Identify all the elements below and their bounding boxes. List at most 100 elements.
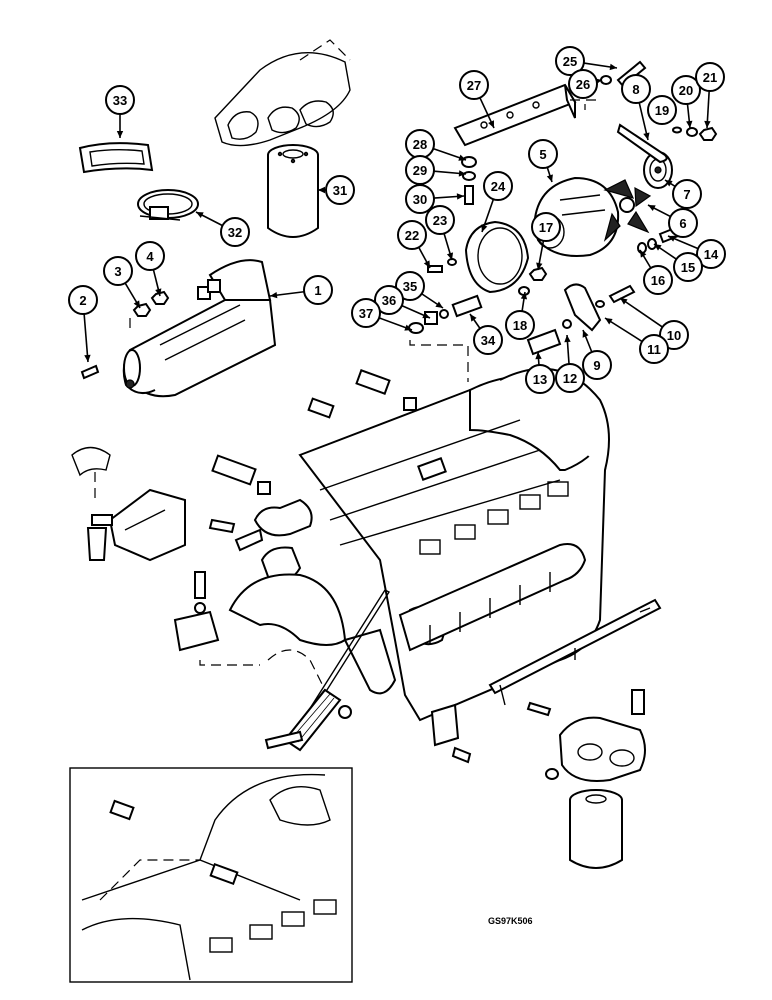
callout-24: 24 [483, 171, 513, 201]
callout-label: 25 [563, 54, 577, 69]
part-stud-2 [80, 364, 100, 380]
callout-label: 35 [403, 279, 417, 294]
engine-port-row [419, 481, 569, 555]
callout-label: 2 [79, 293, 86, 308]
callout-circle [374, 285, 404, 315]
part-engine-block [228, 367, 610, 722]
part-nut-3 [132, 302, 152, 317]
callout-label: 3 [114, 264, 121, 279]
callout-circle [397, 220, 427, 250]
leader-arrow-11 [605, 318, 613, 325]
callout-circle [668, 208, 698, 238]
callout-label: 29 [413, 163, 427, 178]
callout-19: 19 [647, 95, 677, 125]
leader-arrow-35 [435, 301, 443, 308]
callout-6: 6 [668, 208, 698, 238]
callout-circle [671, 75, 701, 105]
callout-circle [672, 179, 702, 209]
callout-4: 4 [135, 241, 165, 271]
callout-label: 32 [228, 225, 242, 240]
leader-arrow-23 [446, 252, 454, 260]
part-bolt-30 [464, 185, 474, 205]
leader-arrow-6 [648, 205, 656, 212]
callout-label: 14 [704, 247, 719, 262]
callout-32: 32 [220, 217, 250, 247]
callout-circle [555, 46, 585, 76]
callout-34: 34 [473, 325, 503, 355]
callout-20: 20 [671, 75, 701, 105]
callout-label: 12 [563, 371, 577, 386]
callout-circle [105, 85, 135, 115]
callout-circle [220, 217, 250, 247]
callout-label: 27 [467, 78, 481, 93]
callout-label: 20 [679, 83, 693, 98]
callout-26: 26 [568, 69, 598, 99]
leader-arrow-5 [546, 174, 553, 182]
part-sensor-a [307, 369, 417, 419]
leader-arrow-17 [536, 262, 543, 270]
leader-arrow-24 [481, 224, 488, 232]
callout-11: 11 [639, 334, 669, 364]
callout-label: 5 [539, 147, 546, 162]
leader-arrow-16 [640, 250, 647, 258]
part-nut-4 [150, 290, 170, 305]
leader-arrow-13 [535, 352, 542, 360]
callout-8: 8 [621, 74, 651, 104]
callout-23: 23 [425, 205, 455, 235]
callout-label: 1 [314, 283, 321, 298]
leader-arrow-27 [488, 120, 494, 128]
callout-30: 30 [405, 184, 435, 214]
callout-12: 12 [555, 363, 585, 393]
callout-7: 7 [672, 179, 702, 209]
leader-lines [83, 62, 711, 366]
leader-line-11 [604, 317, 643, 343]
callout-label: 37 [359, 306, 373, 321]
callout-label: 9 [593, 358, 600, 373]
callout-circle [103, 256, 133, 286]
leader-arrow-1 [270, 291, 278, 299]
callout-circle [555, 363, 585, 393]
leader-arrow-2 [84, 354, 91, 362]
part-oil-filter-head [214, 39, 351, 147]
callout-circle [425, 205, 455, 235]
leader-line-2 [83, 313, 89, 363]
callout-22: 22 [397, 220, 427, 250]
part-starter-motor [122, 259, 277, 398]
callout-circle [525, 364, 555, 394]
part-fan-6 [603, 179, 652, 242]
callout-label: 31 [333, 183, 347, 198]
leader-arrow-15 [654, 244, 662, 251]
leader-arrow-8 [643, 132, 650, 140]
callout-circle [621, 74, 651, 104]
part-rail-bracket [488, 598, 662, 717]
part-sensor-c [417, 457, 447, 481]
callout-circle [643, 265, 673, 295]
callout-1: 1 [303, 275, 333, 305]
callout-circle [695, 62, 725, 92]
part-sender-34 [451, 294, 483, 318]
leader-arrow-37 [404, 324, 412, 331]
callout-circle [473, 325, 503, 355]
callout-circle [459, 70, 489, 100]
leader-arrow-9 [582, 330, 589, 338]
callout-label: 8 [632, 82, 639, 97]
leader-arrow-28 [458, 154, 466, 161]
inset-detail [69, 767, 353, 983]
part-fan-cover-24 [464, 220, 530, 294]
callout-28: 28 [405, 129, 435, 159]
callout-label: 13 [533, 372, 547, 387]
callout-label: 34 [481, 333, 496, 348]
callout-circle [135, 241, 165, 271]
callout-33: 33 [105, 85, 135, 115]
part-remote-filter-head [545, 689, 646, 782]
callout-circle [395, 271, 425, 301]
callout-13: 13 [525, 364, 555, 394]
callout-16: 16 [643, 265, 673, 295]
callout-25: 25 [555, 46, 585, 76]
callout-36: 36 [374, 285, 404, 315]
callout-label: 26 [576, 77, 590, 92]
callout-label: 24 [491, 179, 506, 194]
callout-circle [528, 139, 558, 169]
callout-label: 33 [113, 93, 127, 108]
callout-layer: 1234567891011121314151617181920212223242… [68, 46, 726, 394]
